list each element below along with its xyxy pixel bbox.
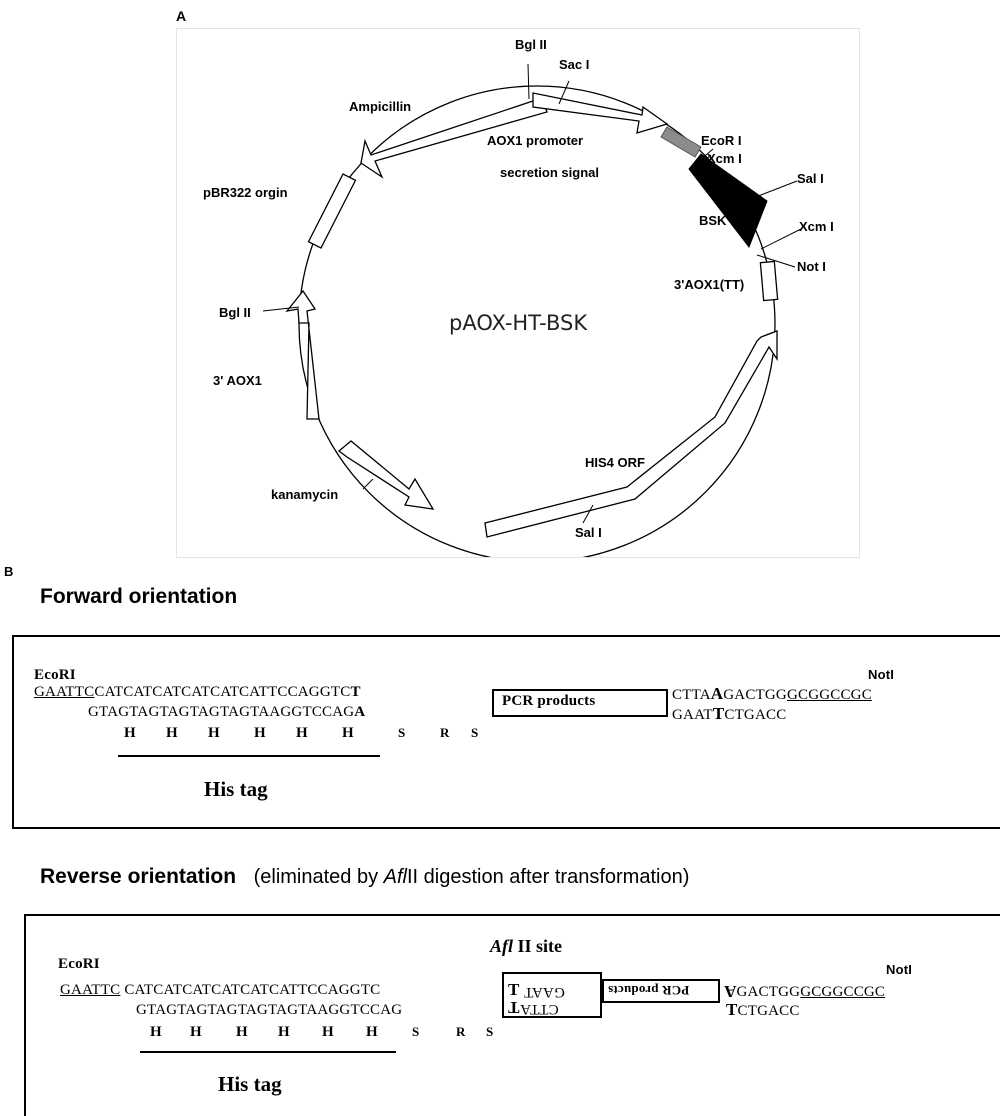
secretion-signal-block [660,126,702,158]
rev-right-top: AGACTGGGCGGCCGC [724,982,886,1001]
ampicillin-arrow [360,97,548,179]
label-bglii-top: Bgl II [515,37,547,52]
rev-aflii-box [502,972,602,1018]
panel-a-label: A [176,8,187,24]
pbr322-origin-block [307,173,357,249]
bsk-block [688,153,768,249]
rev-aa: R [456,1024,466,1039]
ecori-tick [698,148,714,162]
fwd-right-bottom: GAATTCTGACC [672,704,787,723]
fwd-his-tag-line [118,755,380,757]
kanamycin-arrow [337,440,435,510]
bglii-left-tick [262,306,300,312]
plasmid-backbone [298,85,776,557]
label-aox1-tt: 3'AOX1(TT) [674,277,745,292]
fwd-aa: H [296,725,308,741]
fwd-top-strand: GAATTCCATCATCATCATCATCATTCCAGGTCT [34,684,361,700]
label-his4-orf: HIS4 ORF [585,455,645,470]
fwd-pcr-box [492,689,668,717]
xcmi-tick-2 [760,228,802,250]
sali-tick-1 [734,180,798,206]
rev-aa: H [322,1024,334,1040]
reverse-box [24,914,1000,1116]
fwd-aa: H [124,725,136,741]
label-ecori: EcoR I [701,133,742,148]
label-sali-2: Sal I [575,525,602,540]
aox1-3prime-arrow [285,289,320,420]
fwd-ecori-label: EcoRI [34,667,76,683]
rev-his-tag-line [140,1051,396,1053]
rev-his-tag-label: His tag [218,1072,282,1096]
label-ampicillin: Ampicillin [349,99,412,114]
label-bsk: BSK [699,213,727,228]
label-kanamycin: kanamycin [271,487,339,502]
reverse-title: Reverse orientation (eliminated by AflII… [40,865,690,888]
fwd-aa: H [166,725,178,741]
rev-aflii-site-label: Afl II site [490,936,563,956]
label-secretion-signal: secretion signal [500,165,599,180]
sali-tick-2 [582,504,594,524]
fwd-aa: H [254,725,266,741]
rev-bottom-strand: GTAGTAGTAGTAGTAGTAAGGTCCAG [136,1002,403,1018]
rev-aflii-box-top: T GAAT [508,980,565,1000]
bglii-top-tick [527,63,530,100]
rev-top-strand: GAATTC CATCATCATCATCATCATTCCAGGTC [60,982,381,998]
label-pbr322: pBR322 orgin [203,185,288,200]
fwd-aa: S [471,725,479,740]
plasmid-name: pAOX-HT-BSK [449,311,588,335]
rev-right-bottom: TCTGACC [726,1000,800,1019]
fwd-his-tag-label: His tag [204,777,268,801]
rev-aa: H [278,1024,290,1040]
label-xcmi-2: Xcm I [799,219,834,234]
forward-title: Forward orientation [40,585,238,608]
rev-aa: H [366,1024,378,1040]
fwd-right-top: CTTAAGACTGGGCGGCCGC [672,684,872,703]
rev-aa: S [412,1024,420,1039]
label-aox1-promoter: AOX1 promoter [487,133,584,148]
fwd-pcr-label: PCR products [502,693,596,709]
his4-orf-arrow [484,330,778,538]
fwd-aa: H [342,725,354,741]
aox1-tt-block [759,260,779,302]
aox1-promoter-arrow [532,92,669,134]
noti-tick [756,254,796,268]
fwd-noti-label: NotI [868,667,895,682]
label-xcmi-1: Xcm I [707,151,742,166]
rev-aa: H [190,1024,202,1040]
label-aox1-3prime: 3' AOX1 [213,373,262,388]
rev-aa: S [486,1024,494,1039]
label-noti: Not I [797,259,826,274]
fwd-aa: H [208,725,220,741]
fwd-aa: S [398,725,406,740]
plasmid-map: Bgl II Sac I Ampicillin AOX1 promoter Ec… [176,28,860,558]
xcmi-tick-1 [701,154,712,164]
fwd-aa: R [440,725,450,740]
plasmid-map-svg [262,63,802,557]
fwd-bottom-strand: GTAGTAGTAGTAGTAGTAAGGTCCAGA [88,704,366,720]
panel-b-label: B [4,564,14,579]
label-bglii-left: Bgl II [219,305,251,320]
rev-aflii-box-bottom: TCTTA [508,998,559,1017]
rev-aa: H [236,1024,248,1040]
kanamycin-tick [362,478,374,490]
rev-aa: H [150,1024,162,1040]
rev-ecori-label: EcoRI [58,956,100,972]
forward-box [12,635,1000,829]
label-saci: Sac I [559,57,590,72]
rev-noti-label: NotI [886,962,913,977]
label-sali-1: Sal I [797,171,824,186]
saci-tick [558,80,570,105]
rev-pcr-label: PCR products [608,983,690,998]
rev-pcr-box [602,979,720,1003]
